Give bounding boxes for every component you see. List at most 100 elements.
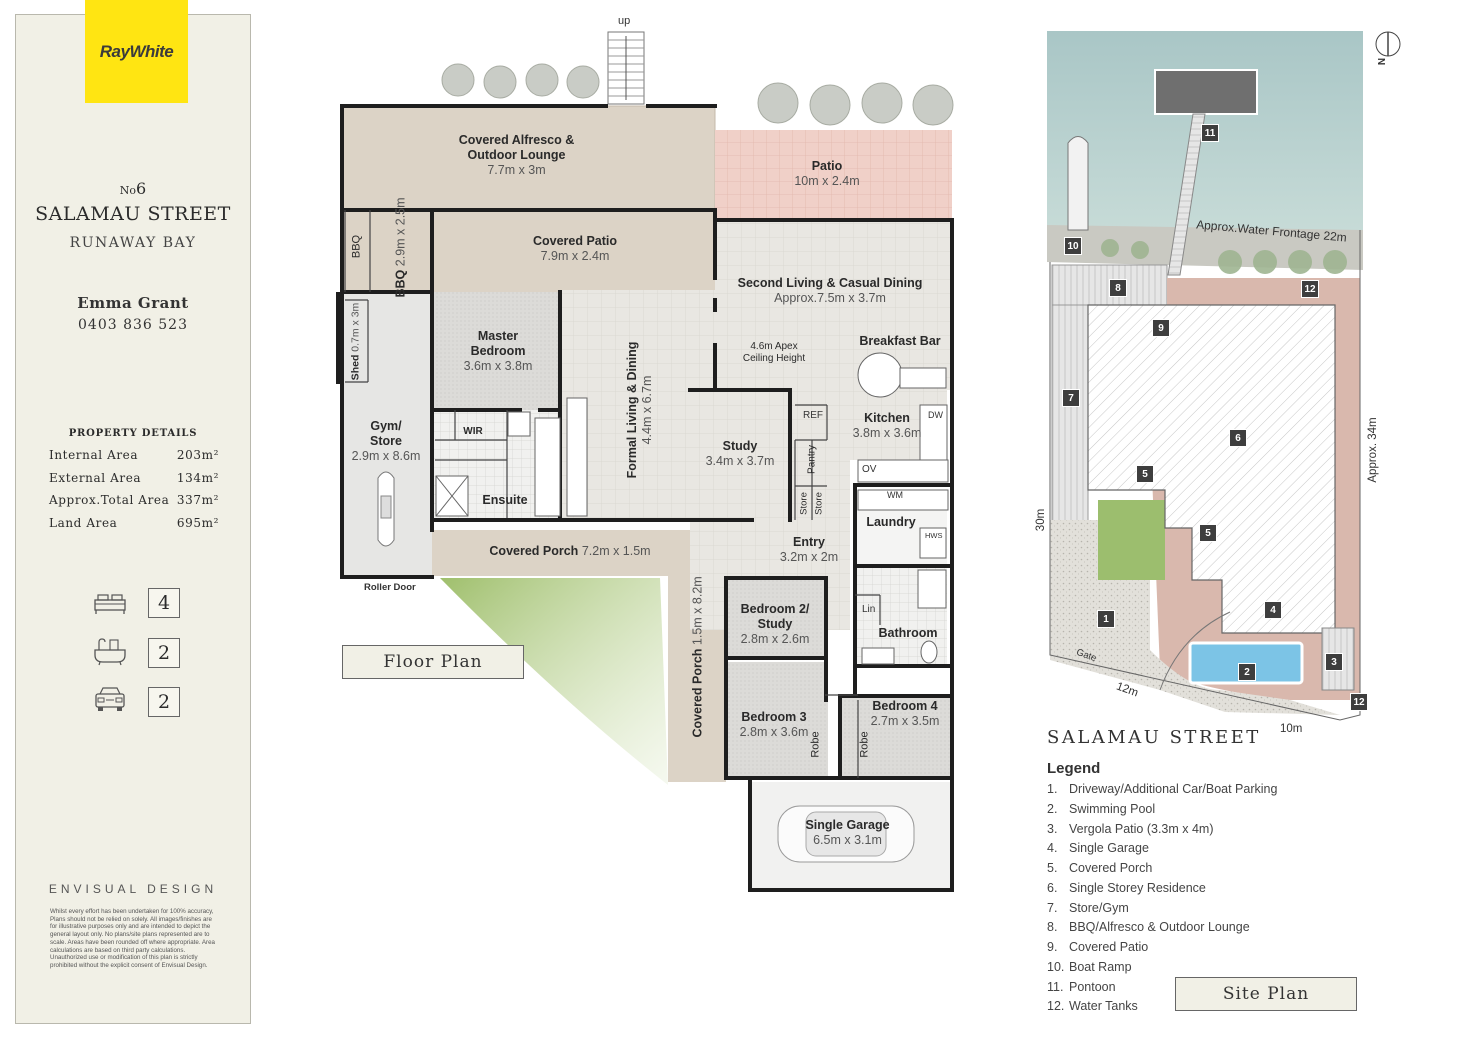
gangway [1167, 113, 1206, 276]
site-badge-2: 2 [1238, 663, 1256, 681]
address-number: No6 [119, 179, 147, 198]
bedroom2-floor [728, 580, 824, 658]
room-kitchen: Kitchen 3.8m x 3.6m [852, 411, 922, 440]
lawn-area [440, 578, 668, 785]
legend-item: 5.Covered Porch [1047, 861, 1153, 875]
shore-shrubs [1101, 239, 1347, 274]
room-entry: Entry 3.2m x 2m [779, 535, 839, 564]
stairs-up-label: up [618, 15, 631, 27]
room-laundry: Laundry [866, 515, 916, 529]
room-breakfast-bar: Breakfast Bar [859, 334, 941, 348]
room-covered-porch: Covered Porch 7.2m x 1.5m [489, 544, 651, 558]
legend-item: 7.Store/Gym [1047, 901, 1129, 915]
legend-item: 6.Single Storey Residence [1047, 881, 1206, 895]
label-pantry: Pantry [806, 445, 818, 474]
address-street: SALAMAU STREET [35, 203, 231, 225]
label-wm: WM [887, 490, 903, 500]
label-roller-door: Roller Door [364, 582, 416, 593]
label-robe-1: Robe [809, 731, 822, 758]
label-ref: REF [803, 410, 823, 421]
car-drawing [777, 805, 915, 863]
pontoon [1154, 69, 1258, 115]
site-badge-5b: 5 [1199, 524, 1217, 542]
label-ov: OV [862, 464, 877, 475]
site-badge-7: 7 [1062, 389, 1080, 407]
label-robe-2: Robe [858, 731, 871, 758]
site-badge-8: 8 [1109, 279, 1127, 297]
floor-plan-title: Floor Plan [342, 645, 524, 679]
stairs-up [607, 31, 645, 105]
parking-count: 2 [148, 687, 180, 717]
label-dw: DW [928, 410, 943, 420]
side-left-label: 30m [1035, 508, 1047, 532]
side-right-label: Approx. 34m [1367, 417, 1379, 483]
shore-rocks [1047, 225, 1363, 270]
site-badge-10: 10 [1064, 237, 1082, 255]
thin-walls [344, 210, 881, 778]
room-bbq-small: BBQ [350, 234, 363, 259]
room-shed: Shed 0.7m x 3m [349, 302, 362, 381]
site-badge-3: 3 [1325, 653, 1343, 671]
site-boundary [1049, 230, 1361, 721]
site-badge-11: 11 [1201, 124, 1219, 142]
room-garage: Single Garage 6.5m x 3.1m [805, 818, 890, 847]
legend-item: 2.Swimming Pool [1047, 802, 1156, 816]
bedroom3-floor [728, 662, 828, 778]
legend-item: 1.Driveway/Additional Car/Boat Parking [1047, 782, 1278, 796]
label-lin: Lin [862, 604, 876, 615]
site-badge-1: 1 [1097, 610, 1115, 628]
site-plan-drawing [1047, 31, 1401, 721]
room-gym: Gym/ Store 2.9m x 8.6m [351, 419, 421, 463]
legend-item: 4.Single Garage [1047, 841, 1149, 855]
alfresco-floor [341, 105, 716, 211]
front-b-label: 10m [1280, 723, 1303, 735]
label-store-1: Store [798, 492, 810, 515]
label-hws: HWS [925, 531, 943, 540]
legend-item: 10.Boat Ramp [1047, 960, 1132, 974]
bedrooms-count: 4 [148, 588, 180, 618]
designer-credit: ENVISUAL DESIGN [48, 882, 218, 896]
apex-note: 4.6m Apex Ceiling Height [742, 341, 806, 364]
site-badge-12b: 12 [1350, 693, 1368, 711]
info-panel [15, 14, 251, 1024]
bathrooms-count: 2 [148, 638, 180, 668]
legend-item: 3.Vergola Patio (3.3m x 4m) [1047, 822, 1214, 836]
room-formal-living: Formal Living & Dining 4.4m x 6.7m [625, 341, 654, 479]
legend-item: 11.Pontoon [1047, 980, 1116, 994]
address-suburb: RUNAWAY BAY [69, 235, 197, 251]
room-bedroom-3: Bedroom 3 2.8m x 3.6m [739, 710, 809, 739]
room-covered-porch-vertical: Covered Porch 1.5m x 8.2m [690, 576, 705, 738]
legend-item: 12.Water Tanks [1047, 999, 1138, 1013]
room-study: Study 3.4m x 3.7m [705, 439, 775, 468]
agent-phone: 0403 836 523 [78, 317, 188, 333]
raywhite-logo: RayWhite [85, 0, 188, 103]
label-store-2: Store [813, 492, 825, 515]
site-plan-title: Site Plan [1175, 977, 1357, 1011]
site-badge-5a: 5 [1136, 465, 1154, 483]
site-badge-12a: 12 [1301, 280, 1319, 298]
legend-item: 9.Covered Patio [1047, 940, 1149, 954]
room-master-bedroom: Master Bedroom 3.6m x 3.8m [463, 329, 533, 373]
room-ensuite: Ensuite [482, 493, 528, 507]
agent-name: Emma Grant [77, 294, 189, 312]
compass-label: N [1377, 57, 1389, 66]
fixtures [435, 352, 949, 665]
room-bbq: BBQ 2.9m x 2.5m [393, 197, 408, 298]
room-bedroom-2: Bedroom 2/ Study 2.8m x 2.6m [740, 602, 810, 646]
site-badge-9: 9 [1152, 319, 1170, 337]
trees-top [441, 63, 954, 126]
site-residence [1087, 304, 1336, 634]
bbq-floor [342, 210, 432, 292]
car-icon [95, 687, 125, 711]
jetski-drawing [377, 471, 395, 547]
bedroom4-floor [842, 696, 950, 778]
patio-floor [715, 130, 952, 220]
room-bedroom-4: Bedroom 4 2.7m x 3.5m [870, 699, 940, 728]
property-details-title: PROPERTY DETAILS [68, 428, 198, 439]
room-second-living: Second Living & Casual Dining Approx.7.5… [737, 276, 923, 305]
covered-patio-floor [432, 210, 715, 292]
